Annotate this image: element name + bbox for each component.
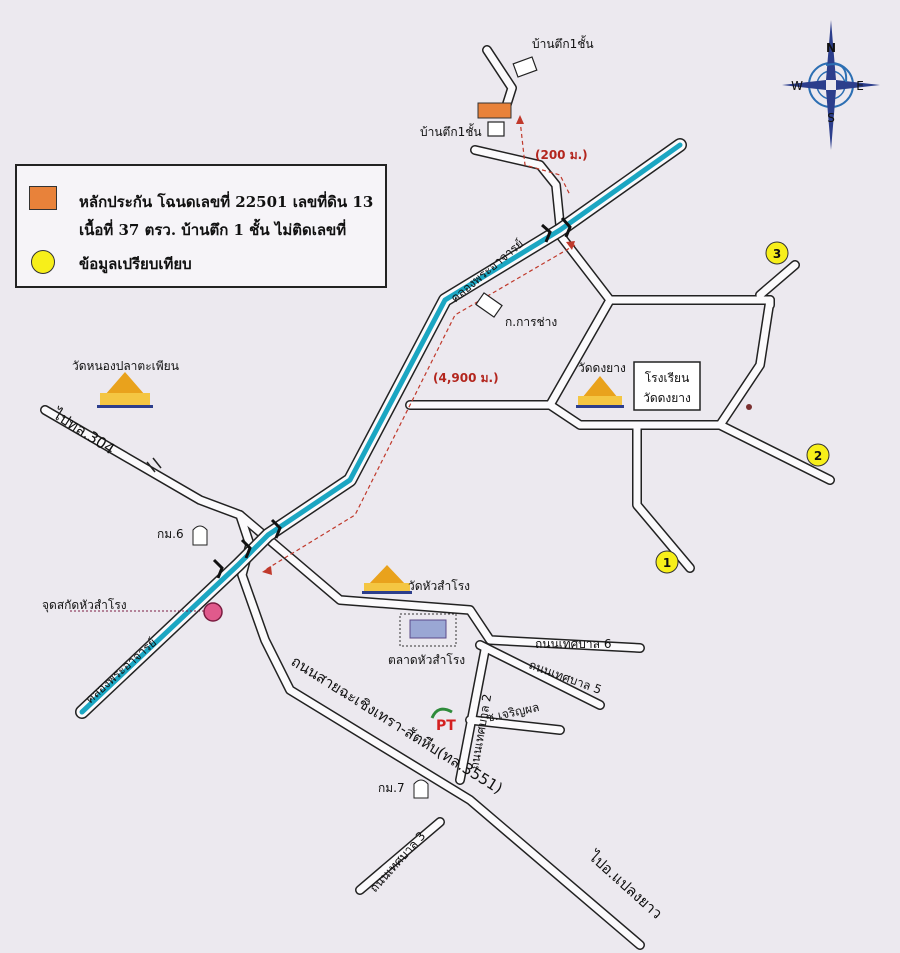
svg-text:1: 1 [663,556,671,570]
road-break-marker [146,457,162,473]
svg-text:E: E [856,79,864,93]
dept-building-icon [475,292,503,318]
temple-icon [362,565,412,594]
distance-4900-label: (4,900 ม.) [433,371,499,385]
comparison-point-3: 3 [765,241,789,265]
compass-icon: N E S W [782,20,880,150]
wat-dong-yang-label: วัดดงยาง [578,361,626,375]
school-label-1: โรงเรียน [645,371,690,385]
route-line [264,119,576,571]
bridge-markers [212,217,572,579]
temple-icon [97,372,153,408]
wat-hua-samrong-label: วัดหัวสำโรง [408,579,470,593]
canal-lower-label: คลองพระอาจารย์ [83,635,160,706]
svg-text:PT: PT [436,718,456,734]
collateral-marker [477,102,512,119]
temple-icon [576,376,624,408]
svg-text:W: W [791,79,803,93]
legend-comparison: ข้อมูลเปรียบเทียบ [79,255,192,273]
checkpoint-icon [203,602,223,622]
dept-label: ก.การช่าง [505,315,557,329]
market-icon [409,619,447,639]
house-left-label: บ้านตึก1ชั้น [420,123,482,139]
legend-collateral-line1: หลักประกัน โฉนดเลขที่ 22501 เลขที่ดิน 13 [79,193,374,211]
svg-text:2: 2 [814,449,822,463]
school-label-2: วัดดงยาง [643,391,691,405]
tes6-label: ถนนเทศบาล 6 [535,637,611,651]
tes3-label: ถนนเทศบาล 3 [367,829,429,895]
checkpoint-label: จุดสกัดหัวสำโรง [42,598,127,613]
svg-text:3: 3 [773,247,781,261]
legend-collateral-line2: เนื้อที่ 37 ตรว. บ้านตึก 1 ชั้น ไม่ติดเล… [79,221,347,239]
market-label: ตลาดหัวสำโรง [388,653,465,667]
comparison-point-2: 2 [806,443,830,467]
svg-text:S: S [827,111,835,125]
pt-logo-icon: PT [430,707,456,734]
comparison-legend-swatch [31,250,55,274]
house-top-label: บ้านตึก1ชั้น [532,35,594,51]
km6-label: กม.6 [157,527,184,541]
house-top-icon [512,56,538,78]
km-post-icon [413,779,429,799]
market-box [399,613,457,647]
to-304-label: ไปทล.304 [49,405,118,459]
legend: หลักประกัน โฉนดเลขที่ 22501 เลขที่ดิน 13… [15,164,387,288]
house-left-icon [487,121,505,137]
collateral-legend-swatch [29,186,57,210]
distance-200-label: (200 ม.) [535,148,588,162]
km-post-icon [192,525,208,546]
canal [75,138,687,719]
school-box [633,361,701,411]
svg-text:N: N [826,41,836,55]
km7-label: กม.7 [378,781,405,795]
comparison-point-1: 1 [655,550,679,574]
wat-nong-pla-label: วัดหนองปลาตะเพียน [72,359,179,373]
